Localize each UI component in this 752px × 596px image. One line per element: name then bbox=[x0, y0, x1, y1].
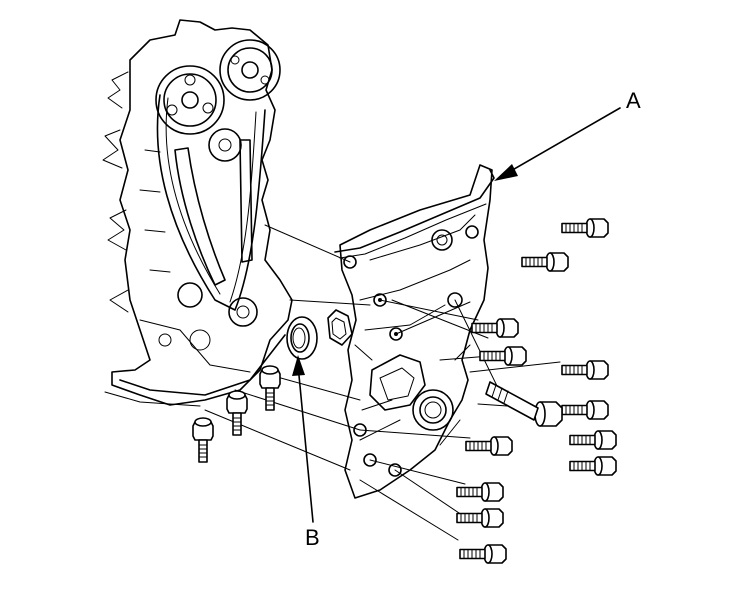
bolt bbox=[456, 508, 504, 528]
vertical-bolt bbox=[226, 390, 248, 436]
bolt bbox=[569, 456, 617, 476]
bolt bbox=[561, 218, 609, 238]
long-bolt bbox=[485, 381, 563, 427]
bolt bbox=[479, 346, 527, 366]
bolt bbox=[459, 544, 507, 564]
callout-b-label: B bbox=[305, 525, 320, 550]
timing-chain-cover bbox=[334, 164, 495, 499]
bolt bbox=[456, 482, 504, 502]
callout-a: A bbox=[494, 88, 641, 181]
alignment-lines bbox=[204, 224, 566, 541]
gasket-seal bbox=[327, 309, 353, 346]
oil-seal-b bbox=[286, 316, 318, 360]
bolt bbox=[521, 252, 569, 272]
bolt bbox=[465, 436, 513, 456]
vertical-bolt bbox=[192, 417, 214, 463]
callout-a-label: A bbox=[626, 88, 641, 113]
bolt bbox=[569, 430, 617, 450]
callout-b: B bbox=[292, 355, 320, 550]
bolt bbox=[561, 400, 609, 420]
bolt bbox=[561, 360, 609, 380]
bolt-set bbox=[192, 218, 617, 564]
engine-block bbox=[102, 19, 293, 407]
